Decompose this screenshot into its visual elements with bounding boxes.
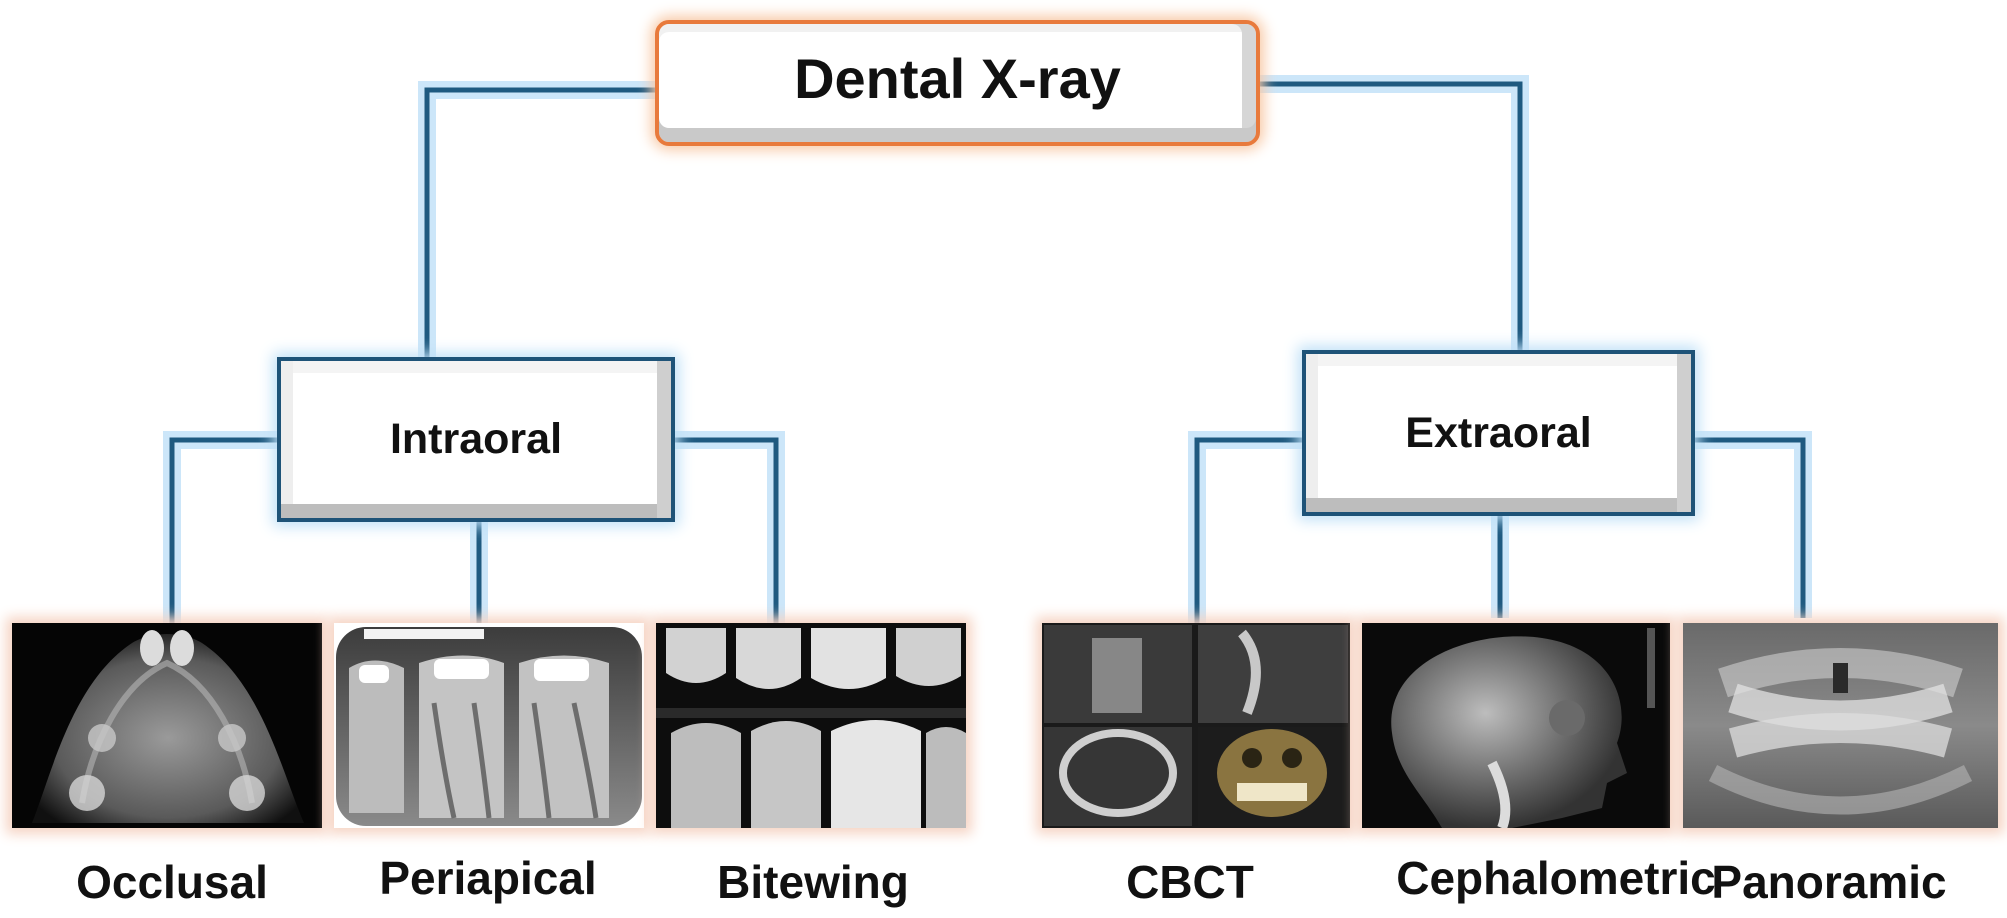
extraoral-node: Extraoral [1302, 350, 1695, 516]
cbct-xray-image [1042, 623, 1350, 828]
connector-extraoral-panoramic [1695, 437, 1806, 618]
cbct-label: CBCT [1126, 856, 1254, 908]
intraoral-node: Intraoral [277, 357, 675, 522]
panoramic-label: Panoramic [1711, 856, 1947, 908]
root-node-label: Dental X-ray [794, 46, 1121, 110]
connector-root-intraoral [424, 87, 655, 357]
extraoral-node-label: Extraoral [1405, 408, 1592, 457]
connector-extraoral-cbct [1194, 437, 1302, 623]
connector-intraoral-occlusal [169, 437, 277, 623]
connector-root-extraoral [1260, 81, 1523, 350]
periapical-label: Periapical [379, 852, 597, 904]
intraoral-node-label: Intraoral [389, 415, 563, 463]
cephalometric-label: Cephalometric [1396, 852, 1716, 904]
bitewing-xray-image [656, 623, 966, 828]
bitewing-label: Bitewing [717, 856, 909, 908]
occlusal-xray-image [12, 623, 322, 828]
periapical-xray-image [334, 623, 644, 828]
cephalometric-xray-image [1362, 623, 1670, 828]
connector-intraoral-bitewing [675, 437, 779, 623]
panoramic-xray-image [1683, 623, 1998, 828]
occlusal-label: Occlusal [76, 856, 268, 908]
root-node: Dental X-ray [655, 20, 1260, 146]
